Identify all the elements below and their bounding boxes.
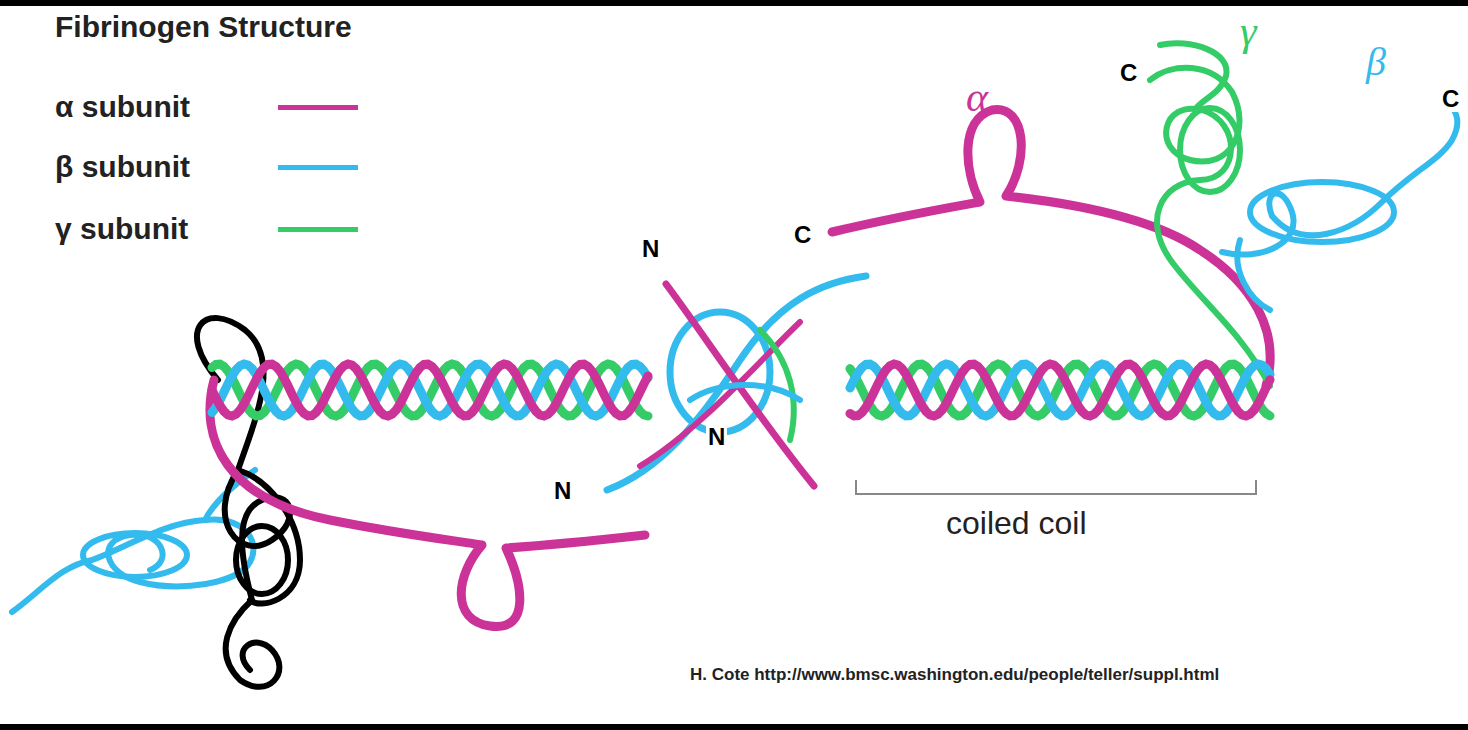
- subunit-letter: α: [966, 74, 988, 120]
- frame-band: [0, 724, 1468, 730]
- legend-swatch: [278, 105, 358, 110]
- alpha-c-region-lower: [210, 380, 645, 626]
- helix-strand: [850, 364, 1270, 416]
- helix-strand: [850, 364, 1270, 416]
- credit-note: H. Cote http://www.bmsc.washington.edu/p…: [690, 666, 1219, 685]
- alpha-c-region-upper: [832, 110, 1270, 386]
- helix-strand: [212, 364, 648, 416]
- region-label: coiled coil: [946, 506, 1087, 541]
- subunit-letter: γ: [1240, 8, 1257, 54]
- helix-strand: [212, 364, 648, 416]
- terminus-label: C: [1118, 60, 1139, 86]
- helix-strand: [212, 364, 648, 416]
- terminus-label: N: [706, 424, 727, 450]
- legend-text: α subunit: [55, 90, 190, 123]
- terminus-label: N: [640, 236, 661, 262]
- central-e-domain: [607, 276, 866, 490]
- terminus-label: C: [792, 222, 813, 248]
- frame-band: [0, 0, 1468, 6]
- terminus-label: C: [1440, 86, 1461, 112]
- beta-domain-right: [1222, 104, 1457, 310]
- legend-text: γ subunit: [55, 212, 188, 245]
- terminus-label: N: [552, 478, 573, 504]
- diagram-title: Fibrinogen Structure: [55, 10, 352, 43]
- beta-domain-left: [12, 470, 255, 612]
- helix-strand: [850, 364, 1270, 416]
- subunit-letter: β: [1366, 40, 1386, 84]
- legend-text: β subunit: [55, 150, 190, 183]
- coiled-coil-bracket: [856, 480, 1256, 494]
- legend-swatch: [278, 165, 358, 170]
- legend-swatch: [278, 227, 358, 232]
